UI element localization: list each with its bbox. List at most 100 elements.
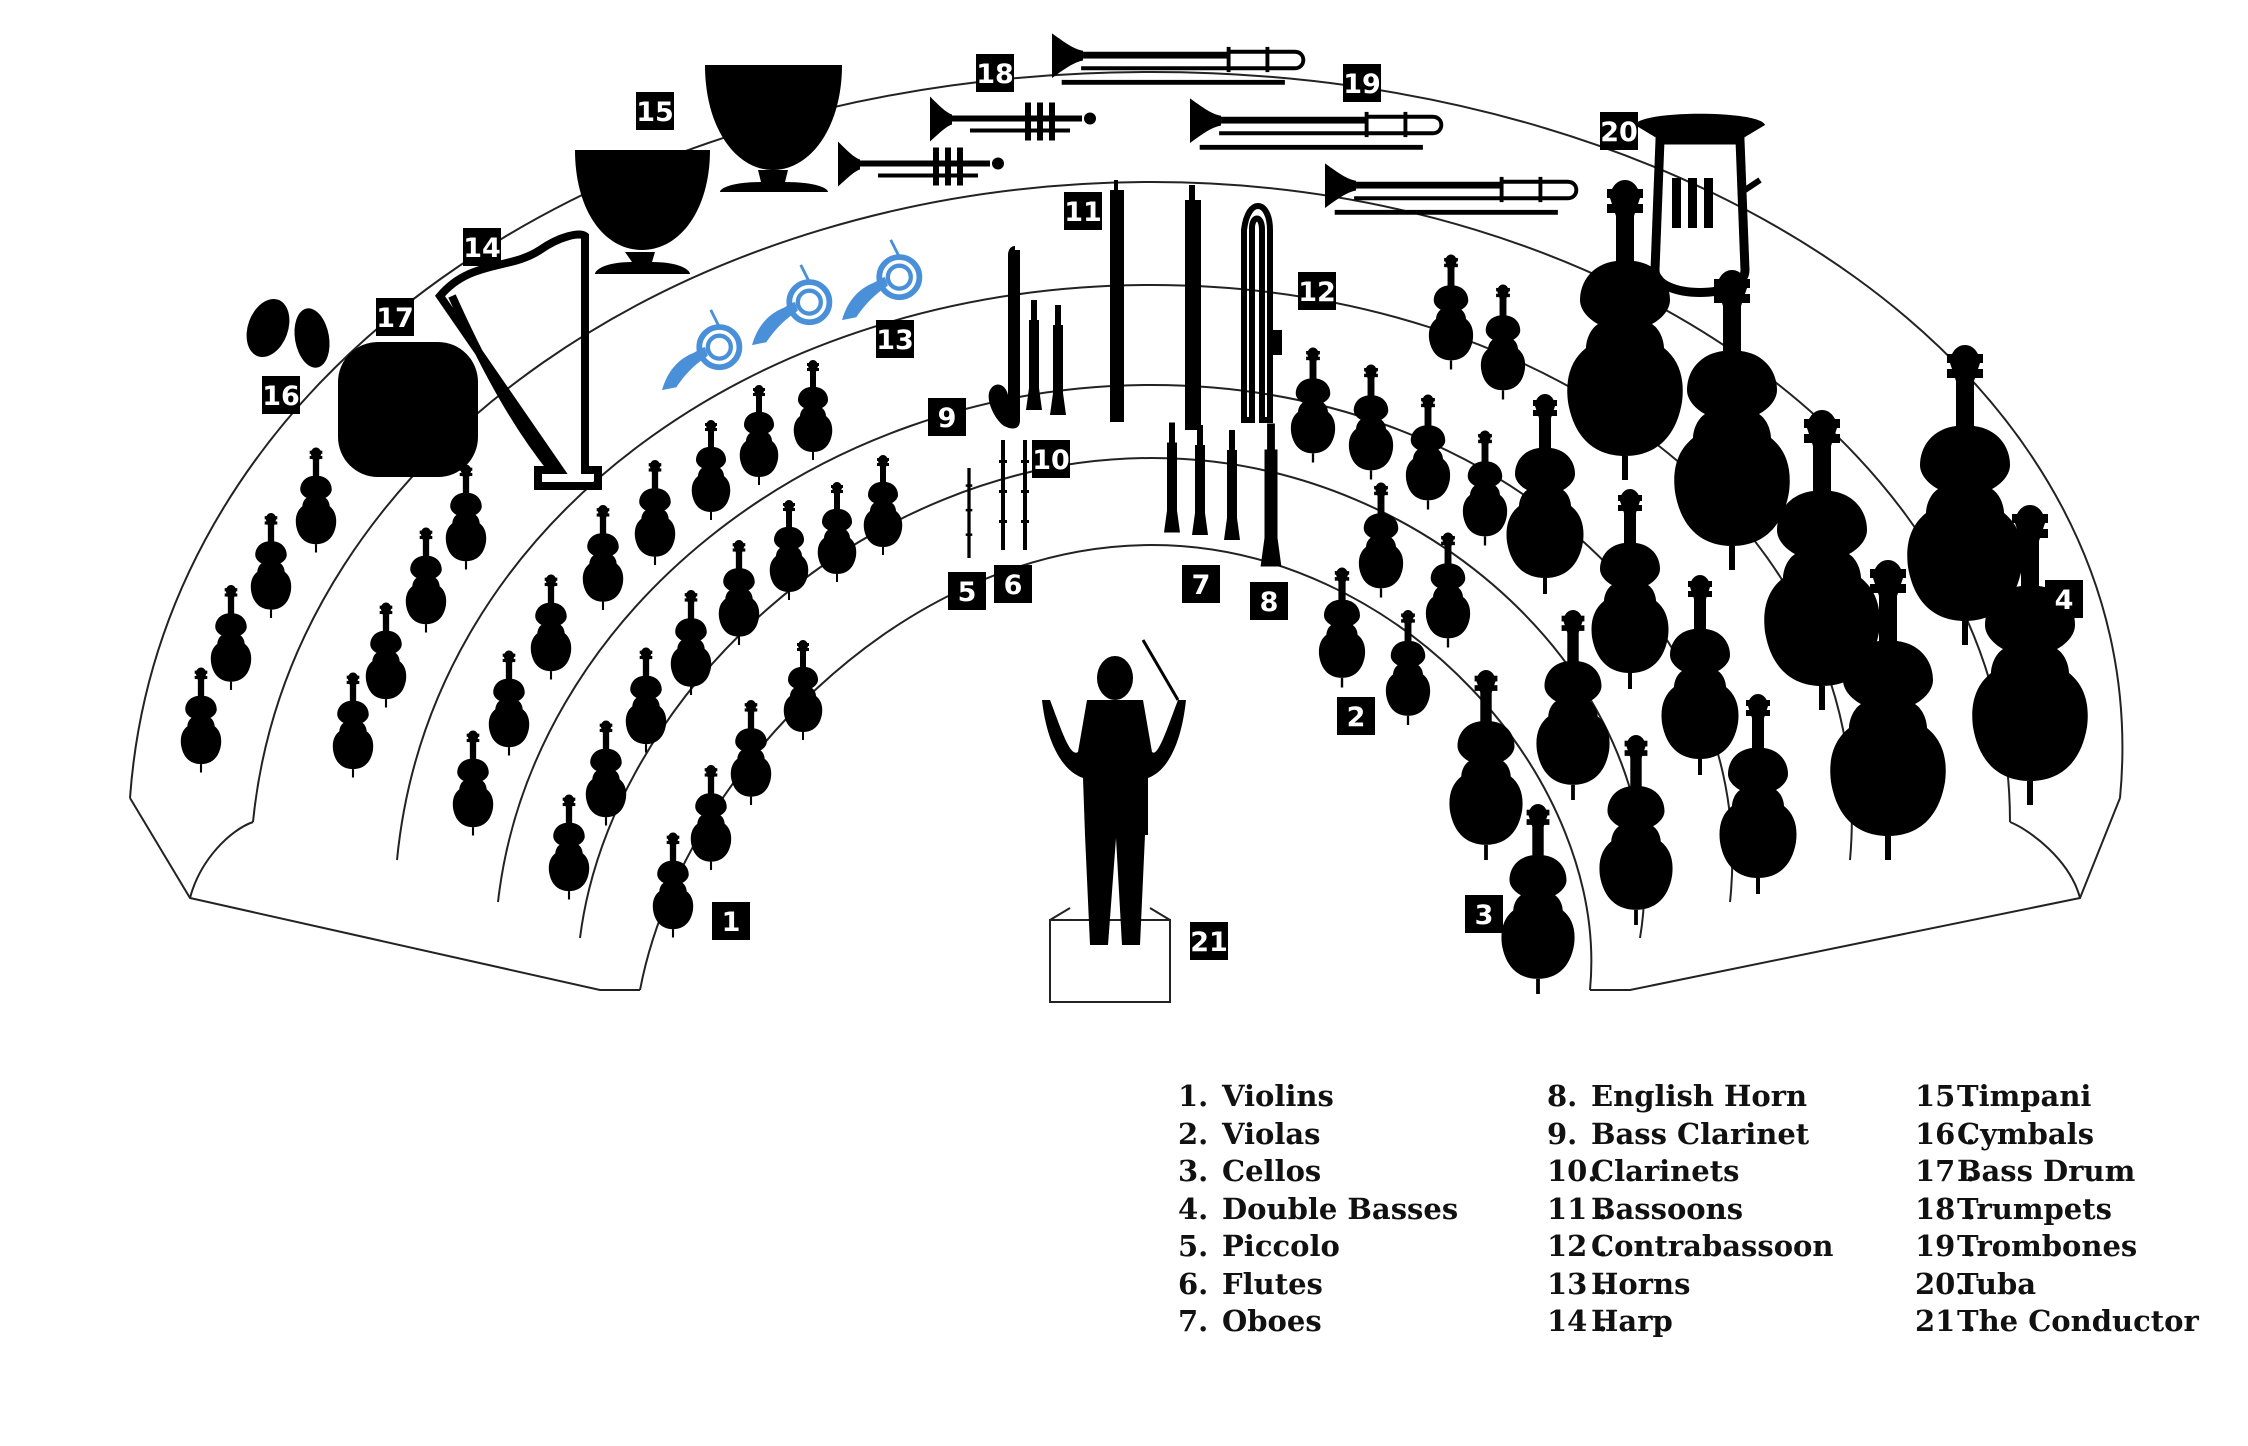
badge-number: 9 [938,403,957,434]
badge-number: 10 [1032,445,1070,476]
bass-clarinet-icon [988,246,1020,429]
woodwinds-group [965,180,1282,567]
legend-item: 13 .Horns [1547,1266,1833,1304]
legend-number: 17 . [1915,1154,1976,1188]
horns-group [662,240,919,390]
trumpet-icon-2 [930,96,1096,142]
legend-label: Clarinets [1591,1154,1740,1188]
legend-label: Oboes [1222,1304,1322,1338]
legend-number: 1. [1178,1079,1209,1113]
badge-tuba: 20 [1600,112,1638,150]
badge-cellos: 3 [1465,895,1503,933]
legend-item: 14 .Harp [1547,1303,1833,1341]
badge-number: 6 [1004,570,1023,601]
legend-item: 2. Violas [1178,1116,1458,1154]
legend-item: 18 .Trumpets [1915,1191,2199,1229]
legend-label: Timpani [1957,1079,2092,1113]
badge-number: 5 [958,577,977,608]
legend-number: 18 . [1915,1191,1976,1226]
badge-number: 19 [1343,69,1381,100]
cymbals-icon [246,298,290,358]
bassoon-icon [1110,190,1124,422]
bassoon-icon-2 [1185,200,1201,430]
badge-english-horn: 8 [1250,582,1288,620]
legend-number: 12 . [1547,1229,1608,1263]
legend-label: Contrabassoon [1591,1229,1834,1263]
stage-risers [129,70,2124,1003]
legend-number: 2. [1178,1116,1209,1151]
badge-contrabassoon: 12 [1298,272,1336,310]
badge-number: 15 [636,97,674,128]
badge-trombones: 19 [1343,64,1381,102]
badge-double-basses: 4 [2045,580,2083,618]
legend-item: 3. Cellos [1178,1153,1458,1191]
legend-number: 8. [1547,1079,1578,1113]
legend-item: 12 .Contrabassoon [1547,1228,1833,1266]
badge-number: 11 [1064,197,1102,228]
legend-label: Bassoons [1591,1191,1744,1226]
legend-item: 21 .The Conductor [1915,1303,2199,1341]
badge-piccolo: 5 [948,572,986,610]
legend-label: Violins [1222,1079,1334,1113]
legend-item: 16 .Cymbals [1915,1116,2199,1154]
double-basses-group [1567,180,2088,860]
legend-item: 1. Violins [1178,1078,1458,1116]
badge-number: 12 [1298,277,1336,308]
legend-item: 10.Clarinets [1547,1153,1833,1191]
legend-label: Harp [1591,1304,1673,1338]
legend-number: 19 . [1915,1229,1976,1263]
legend-label: Piccolo [1222,1229,1340,1263]
legend-label: Cellos [1222,1154,1322,1188]
clarinet-icon-2 [1050,305,1066,415]
badge-cymbals: 16 [262,376,300,414]
oboe-icon [1164,422,1180,533]
badge-number: 18 [976,59,1014,90]
legend-number: 6. [1178,1266,1209,1301]
badge-number: 14 [463,233,501,264]
badge-number: 7 [1192,570,1211,601]
badge-number: 20 [1600,117,1638,148]
legend-label: Cymbals [1957,1116,2095,1151]
clarinet-icon [1026,300,1042,410]
tuba-icon [1635,113,1765,297]
legend-label: Violas [1222,1116,1321,1151]
badge-violas: 2 [1337,697,1375,735]
piccolo-icon [965,468,973,558]
legend-label: Double Basses [1222,1191,1459,1226]
english-horn-icon [1260,423,1282,567]
legend-label: The Conductor [1957,1304,2199,1338]
badge-bassoons: 11 [1064,192,1102,230]
legend-number: 21 . [1915,1304,1976,1338]
brass-group [838,33,1765,297]
legend-item: 4.Double Basses [1178,1191,1458,1229]
badge-bass-clarinet: 9 [928,398,966,436]
flute-icon [999,440,1007,550]
badge-number: 1 [722,907,741,938]
legend-label: Trombones [1957,1229,2138,1263]
legend-number: 11 . [1547,1191,1608,1226]
trombone-icon-3 [1325,163,1576,214]
badge-number: 13 [876,325,914,356]
contrabassoon-icon [1241,203,1273,423]
legend-label: Flutes [1222,1266,1323,1301]
badge-number: 21 [1190,927,1228,958]
legend-label: Trumpets [1957,1191,2112,1226]
legend-number: 14 . [1547,1304,1608,1338]
legend-label: Tuba [1957,1266,2037,1301]
legend-item: 17 .Bass Drum [1915,1153,2199,1191]
badge-flutes: 6 [994,565,1032,603]
legend-number: 13 . [1547,1266,1608,1301]
legend-number: 7. [1178,1304,1209,1338]
legend-number: 3. [1178,1154,1209,1188]
badge-bass-drum: 17 [376,298,414,336]
badge-number: 3 [1475,900,1494,931]
legend-item: 5.Piccolo [1178,1228,1458,1266]
legend-label: Bass Clarinet [1591,1116,1810,1151]
badge-number: 17 [376,303,414,334]
legend-item: 9.Bass Clarinet [1547,1116,1833,1154]
legend-item: 15 .Timpani [1915,1078,2199,1116]
